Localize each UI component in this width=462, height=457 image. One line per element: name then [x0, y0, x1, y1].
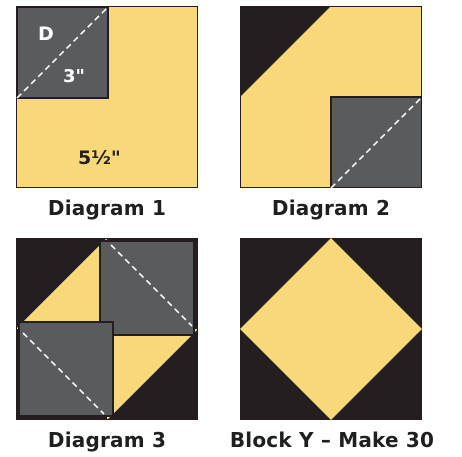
- corner-label: D: [38, 23, 54, 45]
- gray-square-bottom-left: [18, 321, 114, 417]
- block-y-caption: Block Y – Make 30: [229, 428, 435, 452]
- diagonal-seam-line: [110, 244, 193, 327]
- yellow-triangle-top-left: [16, 238, 107, 329]
- diagram-3: [15, 237, 199, 421]
- block-y: [240, 238, 422, 420]
- diagram-1: D 3" 5½": [15, 5, 199, 189]
- diagonal-seam-line: [16, 6, 109, 99]
- diagram-2-caption: Diagram 2: [271, 196, 391, 220]
- diagram-2-illustration: [239, 5, 423, 189]
- large-square-size-label: 5½": [78, 147, 121, 169]
- diagram-1-illustration: D 3" 5½": [15, 5, 199, 189]
- diagram-3-illustration: [15, 237, 199, 421]
- diagonal-seam-line: [22, 332, 105, 415]
- gray-square-top-right: [99, 240, 195, 336]
- yellow-diamond: [240, 238, 422, 420]
- block-y-illustration: [240, 238, 422, 420]
- diagram-1-caption: Diagram 1: [47, 196, 167, 220]
- diagonal-seam-line: [330, 96, 423, 189]
- yellow-triangle-bottom-right: [107, 329, 198, 420]
- black-corner-triangle: [240, 6, 331, 97]
- small-square-size-label: 3": [63, 66, 85, 87]
- diagram-2: [239, 5, 423, 189]
- diagram-3-caption: Diagram 3: [47, 428, 167, 452]
